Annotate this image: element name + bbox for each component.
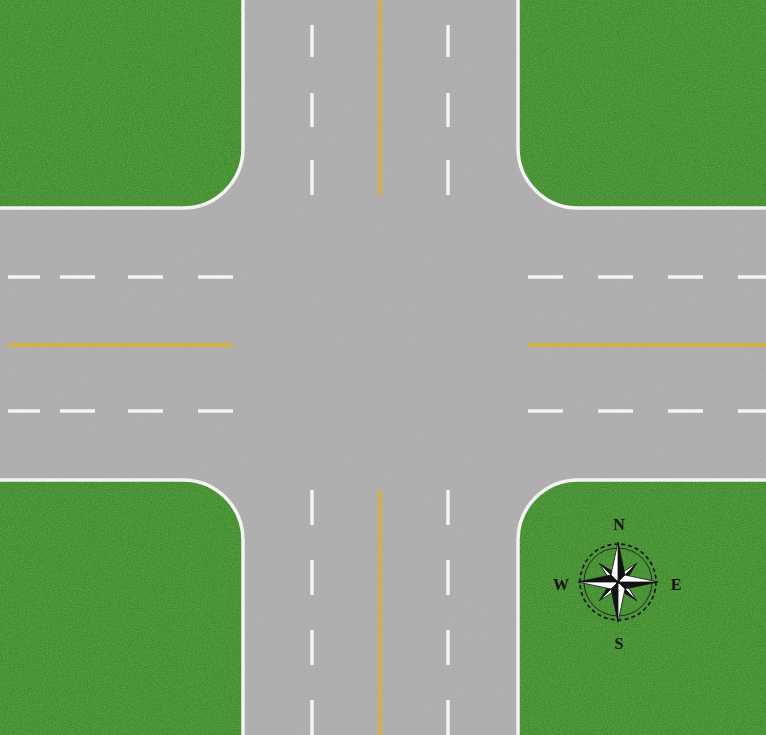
compass-letter: W [549,575,573,595]
compass-letter: E [664,575,688,595]
compass-letter: S [607,634,631,654]
center-line [8,0,766,735]
lane-dashes [8,25,766,735]
compass-letter: N [607,515,631,535]
compass-rose [578,542,658,622]
